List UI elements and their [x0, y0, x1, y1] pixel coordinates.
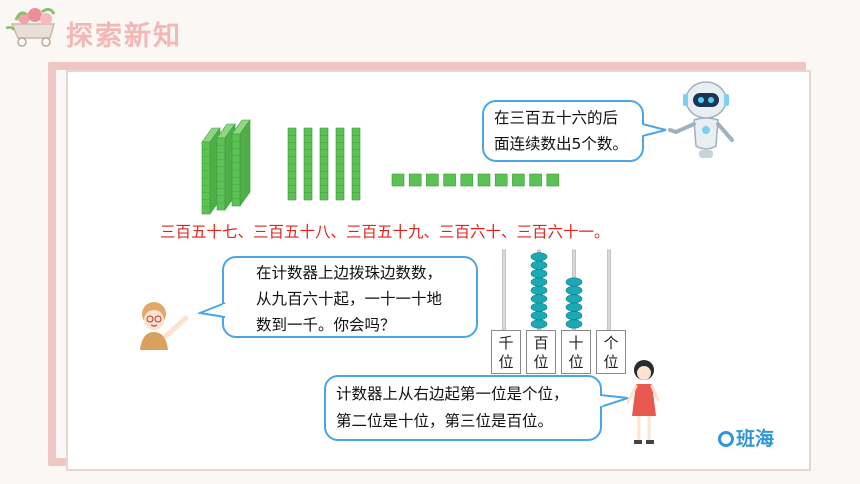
- unit-cube: [529, 173, 542, 187]
- teacher-character: [140, 302, 189, 350]
- teacher-bubble-line2: 从九百六十起，一十一十地: [256, 290, 443, 308]
- abacus-bead: [530, 302, 548, 312]
- robot-character: [668, 81, 734, 158]
- unit-cube: [512, 173, 525, 187]
- hundred-block: [231, 119, 251, 207]
- unit-cube: [391, 173, 405, 187]
- teacher-bubble-line1: 在计数器上边拨珠边数数，: [256, 264, 443, 282]
- abacus-bead: [530, 311, 548, 321]
- brand-logo: 班海: [718, 424, 774, 451]
- abacus-counter: [502, 249, 611, 331]
- unit-cube: [494, 173, 508, 187]
- ten-rod: [335, 127, 345, 201]
- place-label-ones: 个位: [596, 330, 626, 374]
- unit-cube: [546, 173, 560, 187]
- girl-bubble-line1: 计数器上从右边起第一位是个位，: [336, 385, 569, 403]
- abacus-bead: [565, 294, 583, 304]
- teacher-bubble-line3: 数到一千。你会吗？: [256, 316, 396, 334]
- flower-cart-icon: [6, 7, 56, 47]
- abacus-bead: [530, 260, 548, 270]
- abacus-bead: [530, 252, 548, 262]
- abacus-rod: [502, 249, 506, 331]
- bubble-tail: [198, 302, 226, 318]
- robot-bubble-line1: 在三百五十六的后: [494, 109, 619, 127]
- unit-cube: [477, 173, 491, 187]
- teacher-speech-bubble: 在计数器上边拨珠边数数， 从九百六十起，一十一十地 数到一千。你会吗？: [222, 256, 478, 338]
- abacus-bead: [565, 302, 583, 312]
- ten-rods: [287, 127, 361, 201]
- unit-cube: [426, 173, 439, 187]
- bubble-tail: [600, 394, 629, 408]
- place-label-thousands: 千位: [491, 330, 521, 374]
- girl-character: [626, 360, 660, 444]
- abacus-bead: [530, 269, 548, 279]
- page-title: 探索新知: [66, 21, 182, 52]
- brand-circle-icon: [718, 431, 734, 447]
- ten-rod: [351, 127, 361, 201]
- base-ten-blocks: [201, 119, 560, 215]
- abacus-bead: [565, 319, 583, 329]
- abacus-place-labels: 千位 百位 十位 个位: [488, 330, 628, 374]
- ten-rod: [319, 127, 329, 201]
- place-label-tens: 十位: [561, 330, 591, 374]
- girl-speech-bubble: 计数器上从右边起第一位是个位， 第二位是十位，第三位是百位。: [324, 375, 602, 441]
- girl-bubble-line2: 第二位是十位，第三位是百位。: [336, 412, 554, 430]
- abacus-rod: [607, 249, 611, 331]
- abacus-bead: [565, 277, 583, 287]
- abacus-bead: [530, 319, 548, 329]
- abacus-bead: [530, 285, 548, 295]
- unit-cube: [460, 173, 474, 187]
- abacus-bead: [565, 285, 583, 295]
- abacus-bead: [565, 311, 583, 321]
- ten-rod: [287, 127, 297, 201]
- robot-speech-bubble: 在三百五十六的后 面连续数出5个数。: [482, 100, 644, 162]
- abacus-bead: [530, 277, 548, 287]
- abacus-bead: [530, 294, 548, 304]
- unit-cube: [443, 173, 456, 187]
- robot-bubble-line2: 面连续数出5个数。: [494, 135, 628, 153]
- unit-cube: [408, 173, 422, 187]
- counting-sequence: 三百五十七、三百五十八、三百五十九、三百六十、三百六十一。: [160, 223, 610, 241]
- hundred-blocks: [201, 119, 251, 215]
- bubble-tail: [642, 123, 667, 137]
- place-label-hundreds: 百位: [526, 330, 556, 374]
- unit-cubes: [391, 173, 560, 187]
- ten-rod: [303, 127, 313, 201]
